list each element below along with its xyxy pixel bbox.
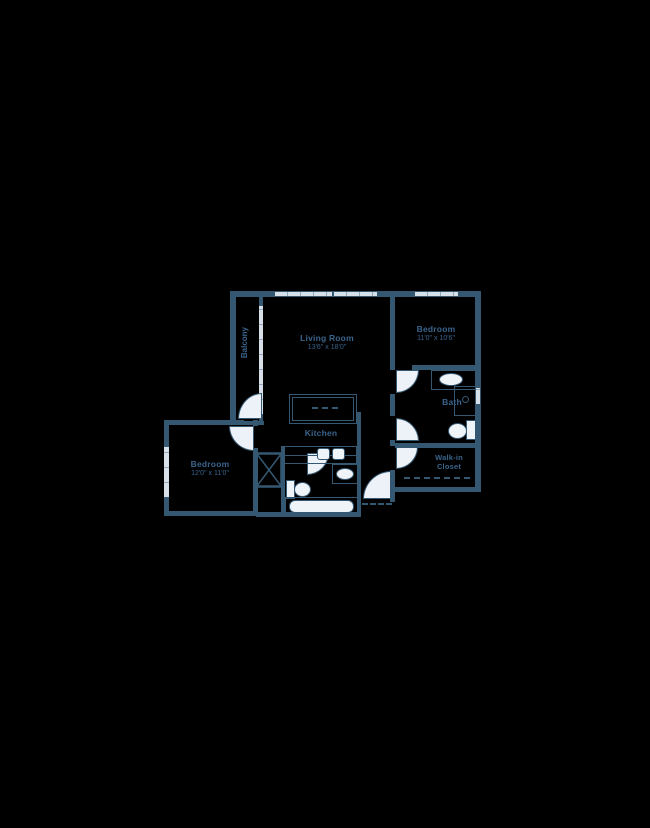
wall-livingroom-right-a [390,297,395,370]
door-swing [396,418,419,441]
wall-corridor-right-d [390,470,395,502]
closet-rod [404,477,470,479]
living-room-label: Living Room [300,333,354,343]
sink-icon [336,468,354,480]
bath-label: Bath [442,397,462,407]
sink-basin [317,448,330,460]
toilet-tank [466,420,476,440]
wall-livingroom-right-c [390,440,395,446]
entry-door-swing [363,471,391,499]
kitchen-island-inner [292,397,354,421]
door-swing [396,370,419,393]
balcony-label: Balcony [240,327,249,359]
wall-bedroom-bottom [164,511,258,516]
wall-balcony-bottom [230,421,264,425]
washer-dryer-icon [255,452,283,488]
living-room-dims: 13'6" x 18'0" [307,344,347,351]
wall-corridor-left [357,412,361,517]
window [275,292,332,296]
window [415,292,458,296]
bathtub [285,497,358,516]
entry-threshold [362,503,392,505]
sink-basin [332,448,345,460]
wall-bed-bath-divider [412,365,481,370]
kitchen-label: Kitchen [304,428,338,438]
window [334,292,377,296]
drain-icon [462,396,469,403]
sliding-door [259,306,263,414]
bedroom-bottom-dims: 12'0" x 11'0" [191,470,229,477]
wall-left-upper [230,291,236,425]
wall-closet-bottom [395,487,481,492]
door-swing [396,447,418,469]
bedroom-top-label: Bedroom [416,324,456,334]
sink-icon [439,373,463,386]
door-swing [238,393,262,419]
window [476,388,480,404]
vanity [431,370,476,390]
kitchen-island [289,394,357,424]
bedroom-bottom-label: Bedroom [190,459,230,469]
wall-livingroom-right-b [390,394,395,416]
vanity [332,464,358,484]
shower [454,386,476,416]
window [164,447,169,497]
door-swing [229,426,254,451]
island-marks [312,407,338,409]
wall-bottom-middle [256,512,361,517]
bathtub-basin [289,500,354,513]
bedroom-top-dims: 11'0" x 10'6" [417,335,455,342]
closet-label-line2: Closet [436,462,462,471]
toilet-bowl [294,482,311,497]
wall-bath-closet-divider [395,443,481,448]
toilet-bowl [448,423,467,439]
closet-label-line1: Walk-in [435,453,463,462]
wall-bedroom-top [164,420,244,425]
wall-kitchen-left [281,446,285,516]
wall-bedroom-right-a [253,420,258,426]
